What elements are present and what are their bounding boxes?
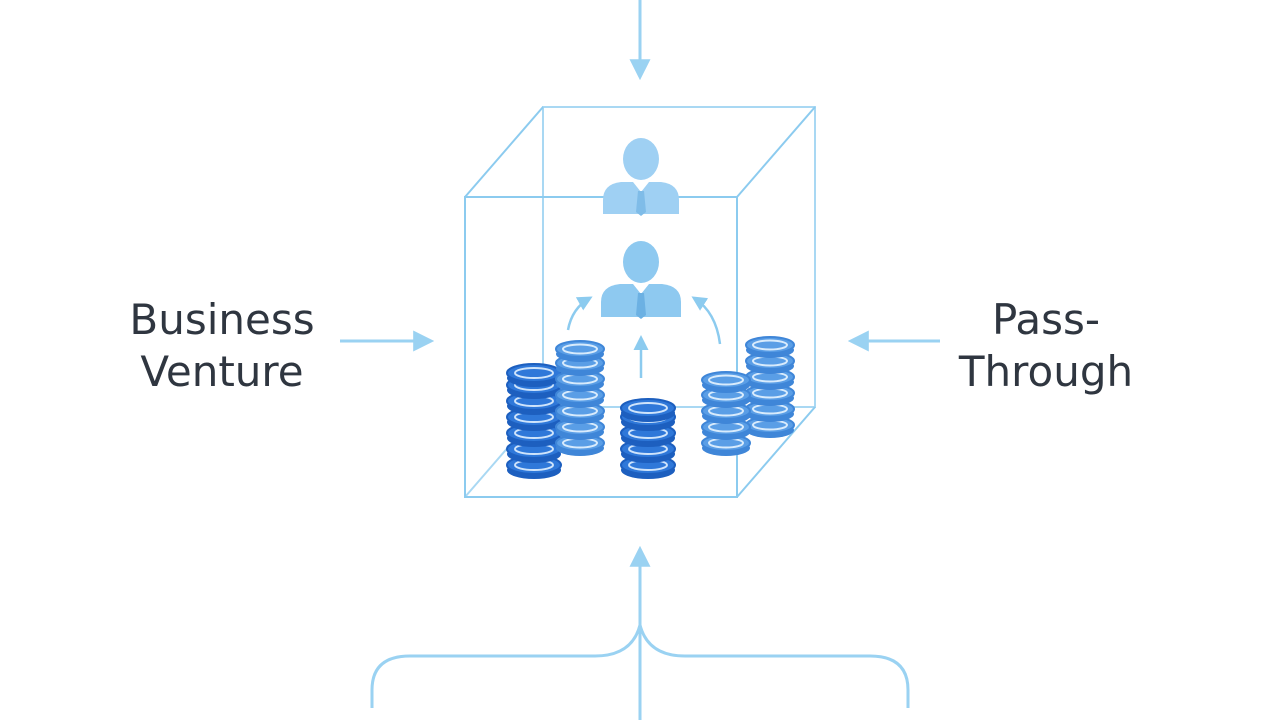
person-icon xyxy=(603,138,679,216)
coin-stack-icon xyxy=(701,371,751,457)
bottom-branch-arrow xyxy=(370,545,910,720)
person-icon xyxy=(601,241,681,319)
right-label-line2: Through xyxy=(958,347,1133,396)
coin-stack-icon xyxy=(555,340,605,457)
right-label-line1: Pass- xyxy=(992,295,1100,344)
coin-stack-icon xyxy=(506,363,562,480)
coin-stack-icon xyxy=(620,398,676,480)
left-label-line2: Venture xyxy=(140,347,303,396)
left-label-line1: Business xyxy=(129,295,314,344)
arrow-icon xyxy=(566,296,722,378)
left-label: Business Venture xyxy=(129,295,314,396)
coin-stack-icon xyxy=(745,336,795,439)
right-label: Pass- Through xyxy=(958,295,1133,396)
